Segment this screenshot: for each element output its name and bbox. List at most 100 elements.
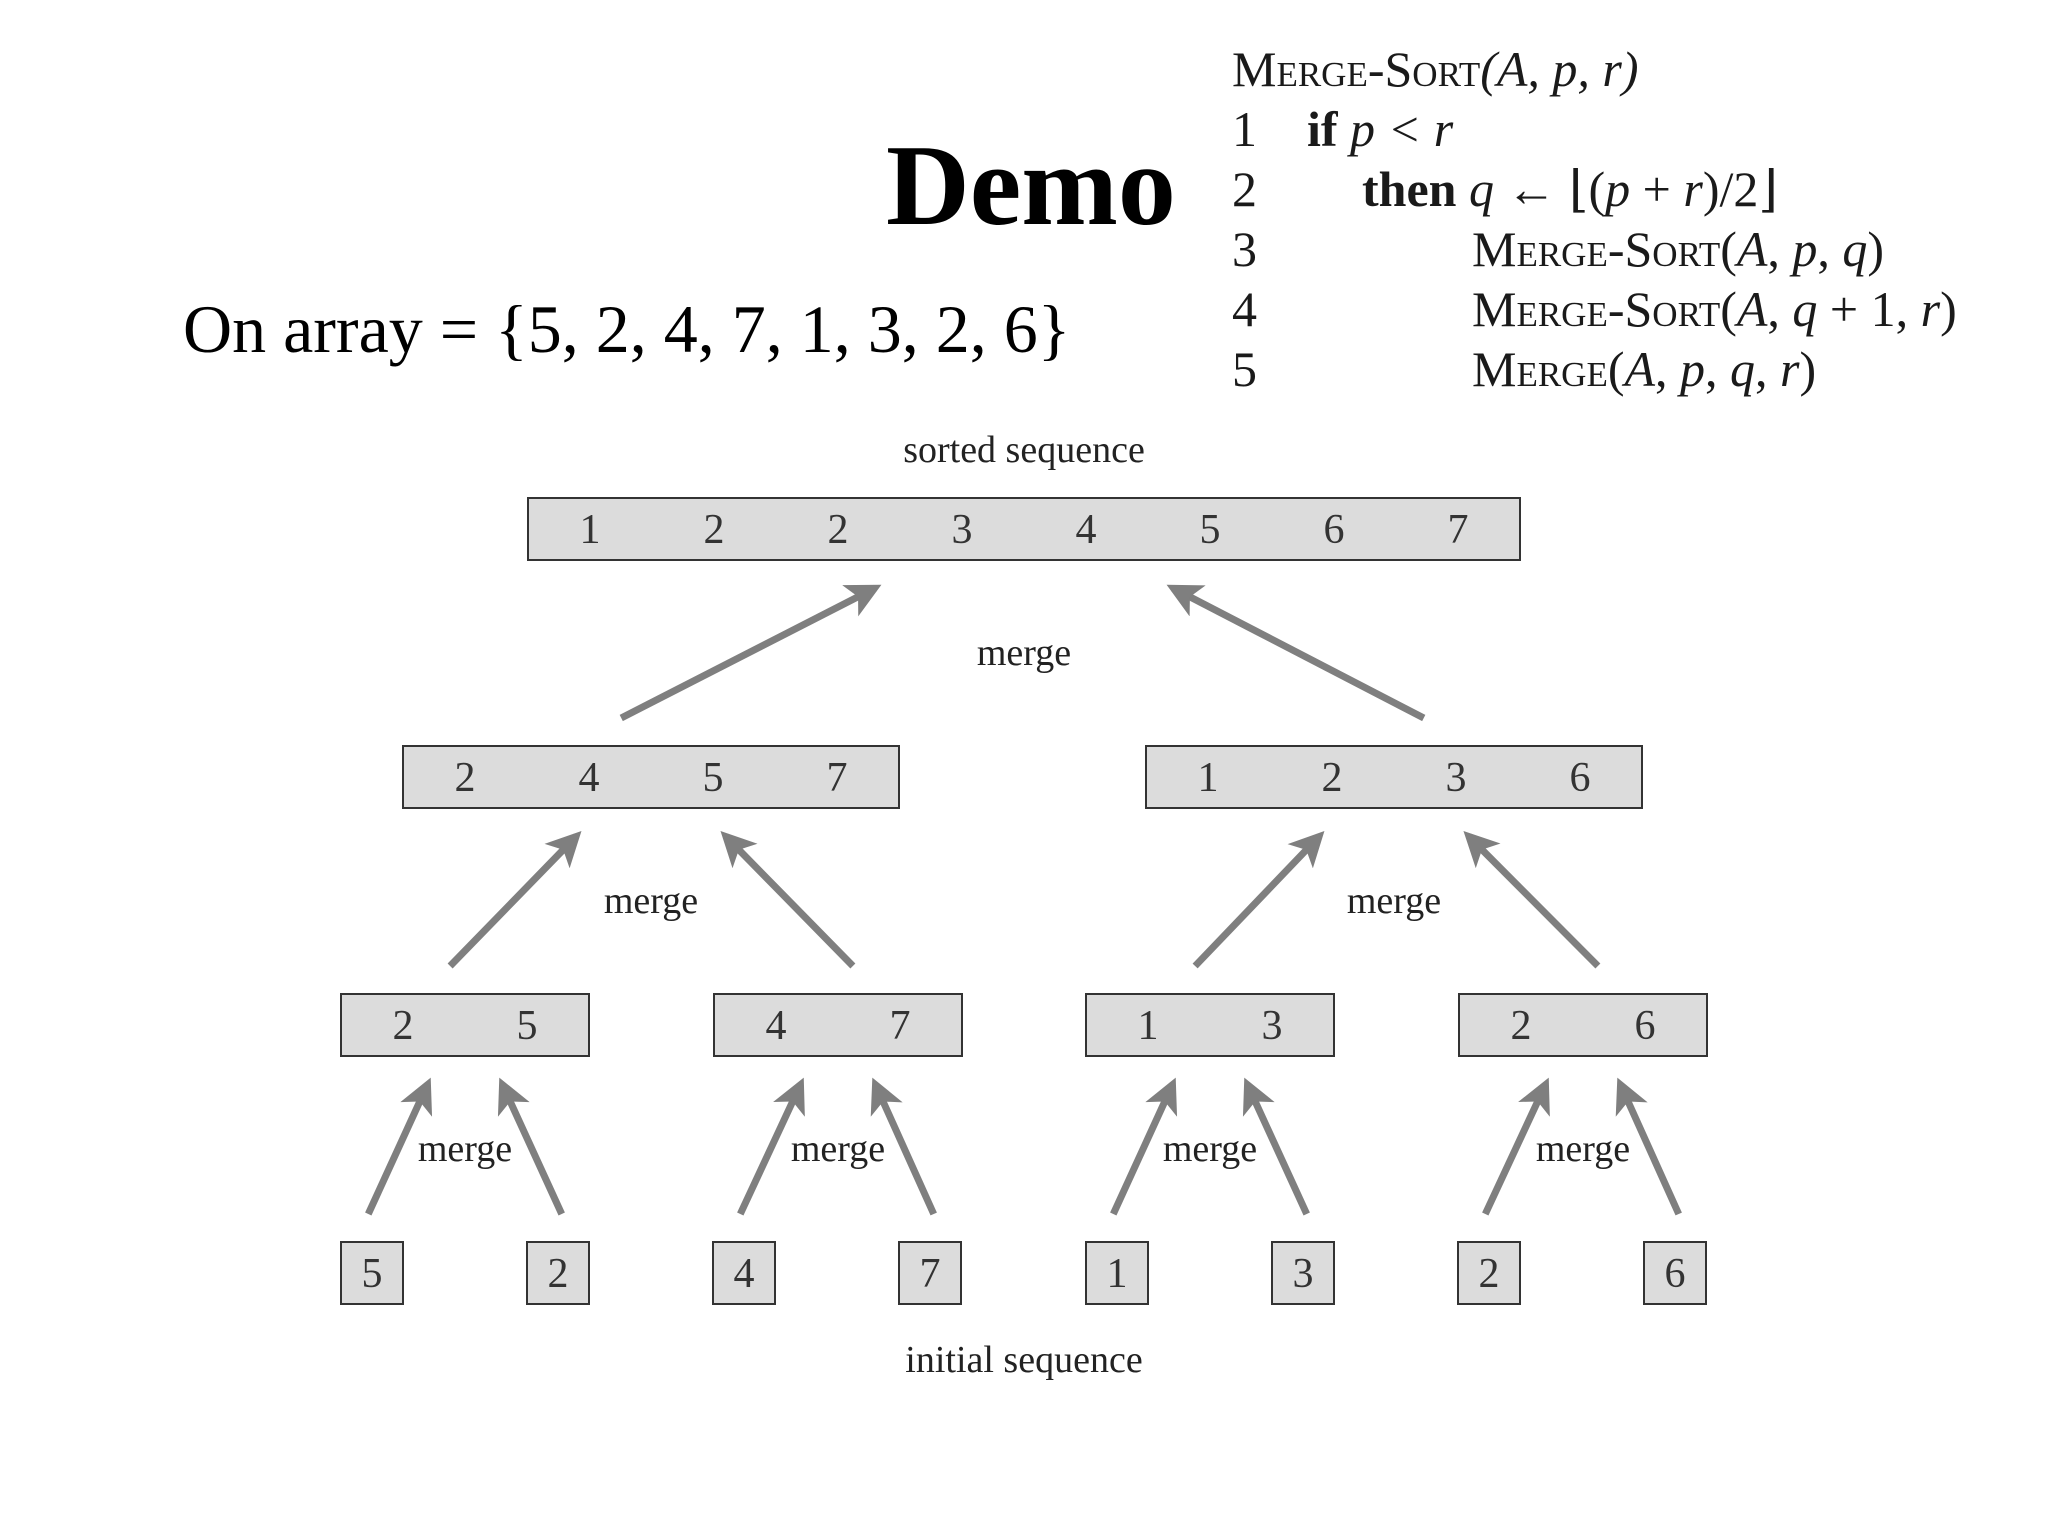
initial-sequence-label: initial sequence [905,1339,1142,1381]
array-box-frame [526,1241,590,1305]
array-cell-value: 2 [455,755,476,801]
array-cell-value: 2 [828,507,849,553]
code-token: ) [1867,221,1885,277]
code-token: ( [1720,221,1737,277]
code-token: + [1630,161,1684,217]
array-cell-value: 1 [580,507,601,553]
code-token: q [1730,341,1756,397]
array-box-frame [898,1241,962,1305]
array-box-frame [1085,1241,1149,1305]
merge-arrow [1615,1077,1682,1216]
array-cell-value: 6 [1324,507,1345,553]
array-cell-value: 6 [1665,1251,1686,1297]
merge-arrow [497,1077,565,1216]
array-box-frame [340,993,590,1057]
merge-label: merge [791,1128,885,1170]
line-code: Merge-Sort(A, p, q) [1472,224,1884,274]
code-token: ← ⌊( [1493,161,1606,217]
code-token: p [1605,161,1631,217]
array-cell-value: 1 [1198,755,1219,801]
code-token: ( [1720,281,1737,337]
array-cell-value: 3 [1446,755,1467,801]
array-box: 2 [1457,1241,1521,1305]
merge-arrow [1192,830,1325,969]
array-cell-value: 5 [362,1251,383,1297]
pseudocode-header: Merge-Sort(A, p, r) [1232,44,1639,94]
merge-arrow [737,1077,805,1216]
code-token: )/2⌋ [1702,161,1778,217]
array-box: 2 4 5 7 [402,745,900,809]
array-cell-value: 1 [1138,1003,1159,1049]
array-box: 1 2 3 6 [1145,745,1643,809]
code-token: , [1655,341,1681,397]
merge-label: merge [1347,880,1441,922]
code-token: A [1736,281,1768,337]
code-token: ( [1607,341,1625,397]
code-token: r [1780,341,1800,397]
merge-label: merge [604,880,698,922]
code-token: , [1817,221,1843,277]
array-cell-value: 3 [952,507,973,553]
array-box: 4 [712,1241,776,1305]
merge-arrow [720,831,856,969]
code-token: Merge-Sort [1472,281,1721,337]
code-token: A [1736,221,1768,277]
array-cell-value: 4 [579,755,600,801]
array-box-frame [1085,993,1335,1057]
array-box-frame [527,497,1521,561]
array-cell-value: 1 [1107,1251,1128,1297]
array-cell-value: 4 [766,1003,787,1049]
code-token: , [1705,341,1731,397]
array-cell-value: 2 [704,507,725,553]
array-cell-value: 7 [827,755,848,801]
code-token: r [1683,161,1703,217]
merge-arrow [619,584,882,722]
code-token: ) [1940,281,1957,337]
line-number: 1 [1232,101,1257,157]
array-box-frame [712,1241,776,1305]
array-box-frame [1271,1241,1335,1305]
array-cell-value: 2 [548,1251,569,1297]
code-token: Merge [1472,341,1608,397]
line-number: 2 [1232,161,1257,217]
array-cell-value: 2 [393,1003,414,1049]
merge-label: merge [977,632,1071,674]
line-code: Merge(A, p, q, r) [1472,344,1816,394]
array-cell-value: 5 [1200,507,1221,553]
array-box: 1 [1085,1241,1149,1305]
line-number: 5 [1232,341,1257,397]
array-cell-value: 5 [703,755,724,801]
merge-arrow [1166,584,1426,722]
array-cell-value: 4 [1076,507,1097,553]
procedure-args: (A, p, r) [1480,41,1639,97]
code-token: r [1920,281,1941,337]
code-token: if [1307,101,1338,157]
slide-title: Demo [886,122,1176,250]
code-token: Merge-Sort [1472,221,1721,277]
code-token: p [1792,221,1818,277]
array-box-frame [1457,1241,1521,1305]
code-token: ) [1799,341,1817,397]
array-box-frame [402,745,900,809]
code-token: q [1842,221,1868,277]
array-box-frame [1145,745,1643,809]
array-box: 6 [1643,1241,1707,1305]
code-token: p < r [1337,101,1454,157]
array-cell-value: 2 [1479,1251,1500,1297]
merge-arrow [447,830,582,969]
code-token: + 1, [1817,281,1921,337]
merge-label: merge [1163,1128,1257,1170]
array-cell-value: 7 [890,1003,911,1049]
array-cell-value: 6 [1570,755,1591,801]
array-cell-value: 6 [1635,1003,1656,1049]
code-token: A [1624,341,1656,397]
sorted-sequence-label: sorted sequence [903,429,1145,471]
array-box: 5 [340,1241,404,1305]
array-cell-value: 2 [1322,755,1343,801]
code-token: , [1767,281,1793,337]
